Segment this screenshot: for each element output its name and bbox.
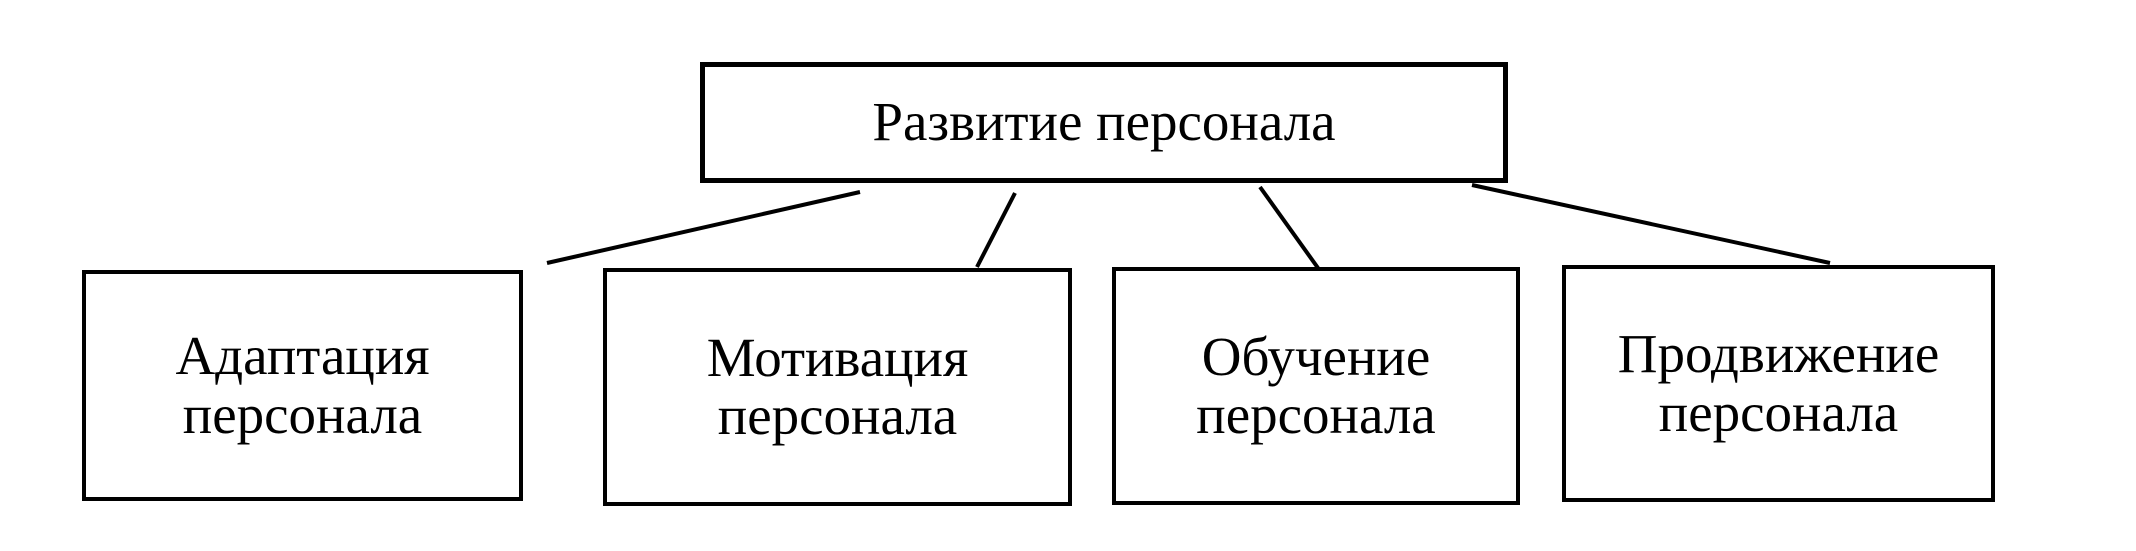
node-personnel-development-label: Развитие персонала: [872, 91, 1336, 153]
node-personnel-development: Развитие персонала: [700, 62, 1508, 183]
node-personnel-motivation-label: Мотивация персонала: [706, 326, 969, 446]
connector-root-to-promotion: [1471, 183, 1831, 265]
node-personnel-adaptation-label: Адаптация персонала: [175, 325, 430, 445]
connector-root-to-adaptation: [546, 190, 861, 265]
node-personnel-promotion: Продвижение персонала: [1562, 265, 1995, 502]
connector-root-to-training: [1258, 185, 1320, 270]
node-personnel-promotion-label: Продвижение персонала: [1617, 323, 1940, 443]
connector-root-to-motivation: [975, 192, 1017, 268]
node-personnel-training: Обучение персонала: [1112, 267, 1520, 505]
node-personnel-training-label: Обучение персонала: [1196, 325, 1436, 445]
node-personnel-motivation: Мотивация персонала: [603, 268, 1072, 506]
node-personnel-adaptation: Адаптация персонала: [82, 270, 523, 501]
